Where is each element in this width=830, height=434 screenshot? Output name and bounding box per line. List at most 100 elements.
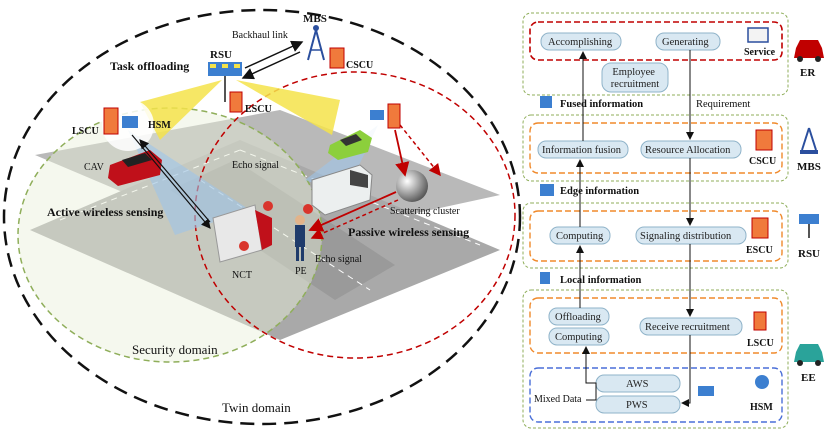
mbs-layer-box (522, 114, 789, 182)
cscu-stack-icon (755, 129, 773, 151)
hsm-right-label: HSM (750, 402, 773, 413)
edge-info-icon (540, 184, 554, 196)
twin-domain-label: Twin domain (222, 400, 291, 415)
cscu-server-icon (329, 47, 345, 69)
rsu-beam-right (236, 80, 340, 135)
pws-label: PWS (626, 400, 648, 411)
employee-recruitment-label: Employee recruitment (611, 67, 659, 90)
computing-edge-label: Computing (556, 231, 604, 242)
block-marker-3 (303, 204, 313, 214)
pill-resource-allocation (640, 140, 742, 159)
lscu-right-label: LSCU (747, 338, 774, 349)
pill-accomplishing (540, 32, 622, 51)
backhaul-arrow-1 (244, 40, 304, 69)
right-lscu-icon (387, 103, 401, 129)
mbs-tower-icon (307, 25, 325, 61)
hsm-chip-icon (698, 386, 714, 396)
rsu-beam-left (140, 80, 222, 140)
mbs-side-tower-icon (800, 127, 818, 154)
resource-allocation-label: Resource Allocation (645, 145, 731, 156)
lscu-box (529, 297, 783, 354)
ee-layer-box (522, 289, 789, 429)
rsu-side-label: RSU (798, 248, 820, 260)
ee-car-icon (794, 344, 824, 366)
fused-info-icon (540, 96, 552, 108)
er-car-icon (794, 40, 824, 62)
accomplishing-label: Accomplishing (548, 37, 613, 48)
employee-recruitment-line-2: recruitment (611, 79, 659, 90)
service-box (529, 21, 783, 61)
local-information-label: Local information (560, 275, 642, 286)
signaling-distribution-label: Signaling distribution (640, 231, 732, 242)
twin-domain-ellipse (2, 8, 522, 426)
security-domain-label: Security domain (132, 342, 218, 357)
red-arrow-4 (310, 199, 399, 240)
service-icon (747, 27, 769, 43)
aws-label: AWS (626, 379, 649, 390)
rsu-layer-box (522, 202, 789, 269)
lscu-label: LSCU (72, 126, 99, 137)
echo-signal-label-2: Echo signal (315, 254, 362, 265)
block-marker-1 (263, 201, 273, 211)
generating-label: Generating (662, 37, 709, 48)
escu-stack-icon (751, 217, 769, 239)
nct-label: NCT (232, 270, 252, 281)
edge-information-label: Edge information (560, 186, 639, 197)
rsu-icon (208, 62, 242, 102)
employee-recruitment-line: Employee (612, 67, 655, 78)
escu-server-icon (229, 91, 243, 113)
rsu-side-icon (799, 214, 819, 238)
red-arrow-2 (399, 124, 441, 177)
information-fusion-label: Information fusion (542, 145, 622, 156)
scattering-cluster-label: Scattering cluster (390, 206, 460, 217)
block-marker-2 (239, 241, 249, 251)
ee-side-label: EE (801, 372, 816, 384)
er-side-label: ER (800, 67, 816, 79)
hsm-cloud-icon (755, 375, 769, 389)
pill-signaling-distribution (635, 226, 747, 245)
cscu-right-label: CSCU (749, 156, 776, 167)
active-sensing-label: Active wireless sensing (47, 205, 163, 219)
echo-arrow-2 (139, 139, 211, 223)
receive-recruitment-label: Receive recruitment (645, 322, 730, 333)
computing-local-label: Computing (555, 332, 603, 343)
mbs-side-label: MBS (797, 161, 821, 173)
pill-offloading (548, 307, 610, 326)
hsm-icon (122, 116, 138, 128)
escu-right-label: ESCU (746, 245, 773, 256)
rsu-label: RSU (210, 49, 232, 61)
red-arrow-1 (394, 129, 410, 177)
hsm-label: HSM (148, 120, 171, 131)
cscu-box (529, 122, 783, 174)
green-car-icon (328, 130, 372, 160)
pill-computing-local (548, 327, 610, 346)
requirement-label: Requirement (696, 99, 750, 110)
backhaul-arrow-2 (241, 51, 301, 80)
nct-truck-icon (212, 204, 272, 263)
pill-pws (595, 395, 681, 414)
cav-car-icon (108, 150, 162, 186)
task-offloading-label: Task offloading (110, 59, 189, 73)
mbs-label: MBS (303, 13, 327, 25)
fused-information-label: Fused information (560, 99, 643, 110)
passive-sensing-label: Passive wireless sensing (348, 225, 469, 239)
lscu-stack-icon (753, 311, 767, 331)
cav-label: CAV (84, 162, 105, 173)
escu-box (529, 210, 783, 262)
van-icon (311, 164, 373, 216)
scattering-cluster-sphere (396, 170, 428, 202)
red-arrow-3 (308, 191, 397, 232)
local-info-icon (540, 272, 550, 284)
echo-signal-label-1: Echo signal (232, 160, 279, 171)
pill-receive-recruitment (639, 317, 743, 336)
right-hsm-icon (370, 110, 384, 120)
flow-recruit-to-hsm (681, 335, 691, 407)
lscu-server-icon (103, 107, 119, 135)
service-label: Service (744, 47, 776, 58)
pill-generating (655, 32, 721, 51)
offloading-label: Offloading (555, 312, 602, 323)
passive-domain-circle (194, 71, 516, 359)
mixed-data-label: Mixed Data (534, 394, 582, 405)
cscu-label: CSCU (346, 60, 373, 71)
